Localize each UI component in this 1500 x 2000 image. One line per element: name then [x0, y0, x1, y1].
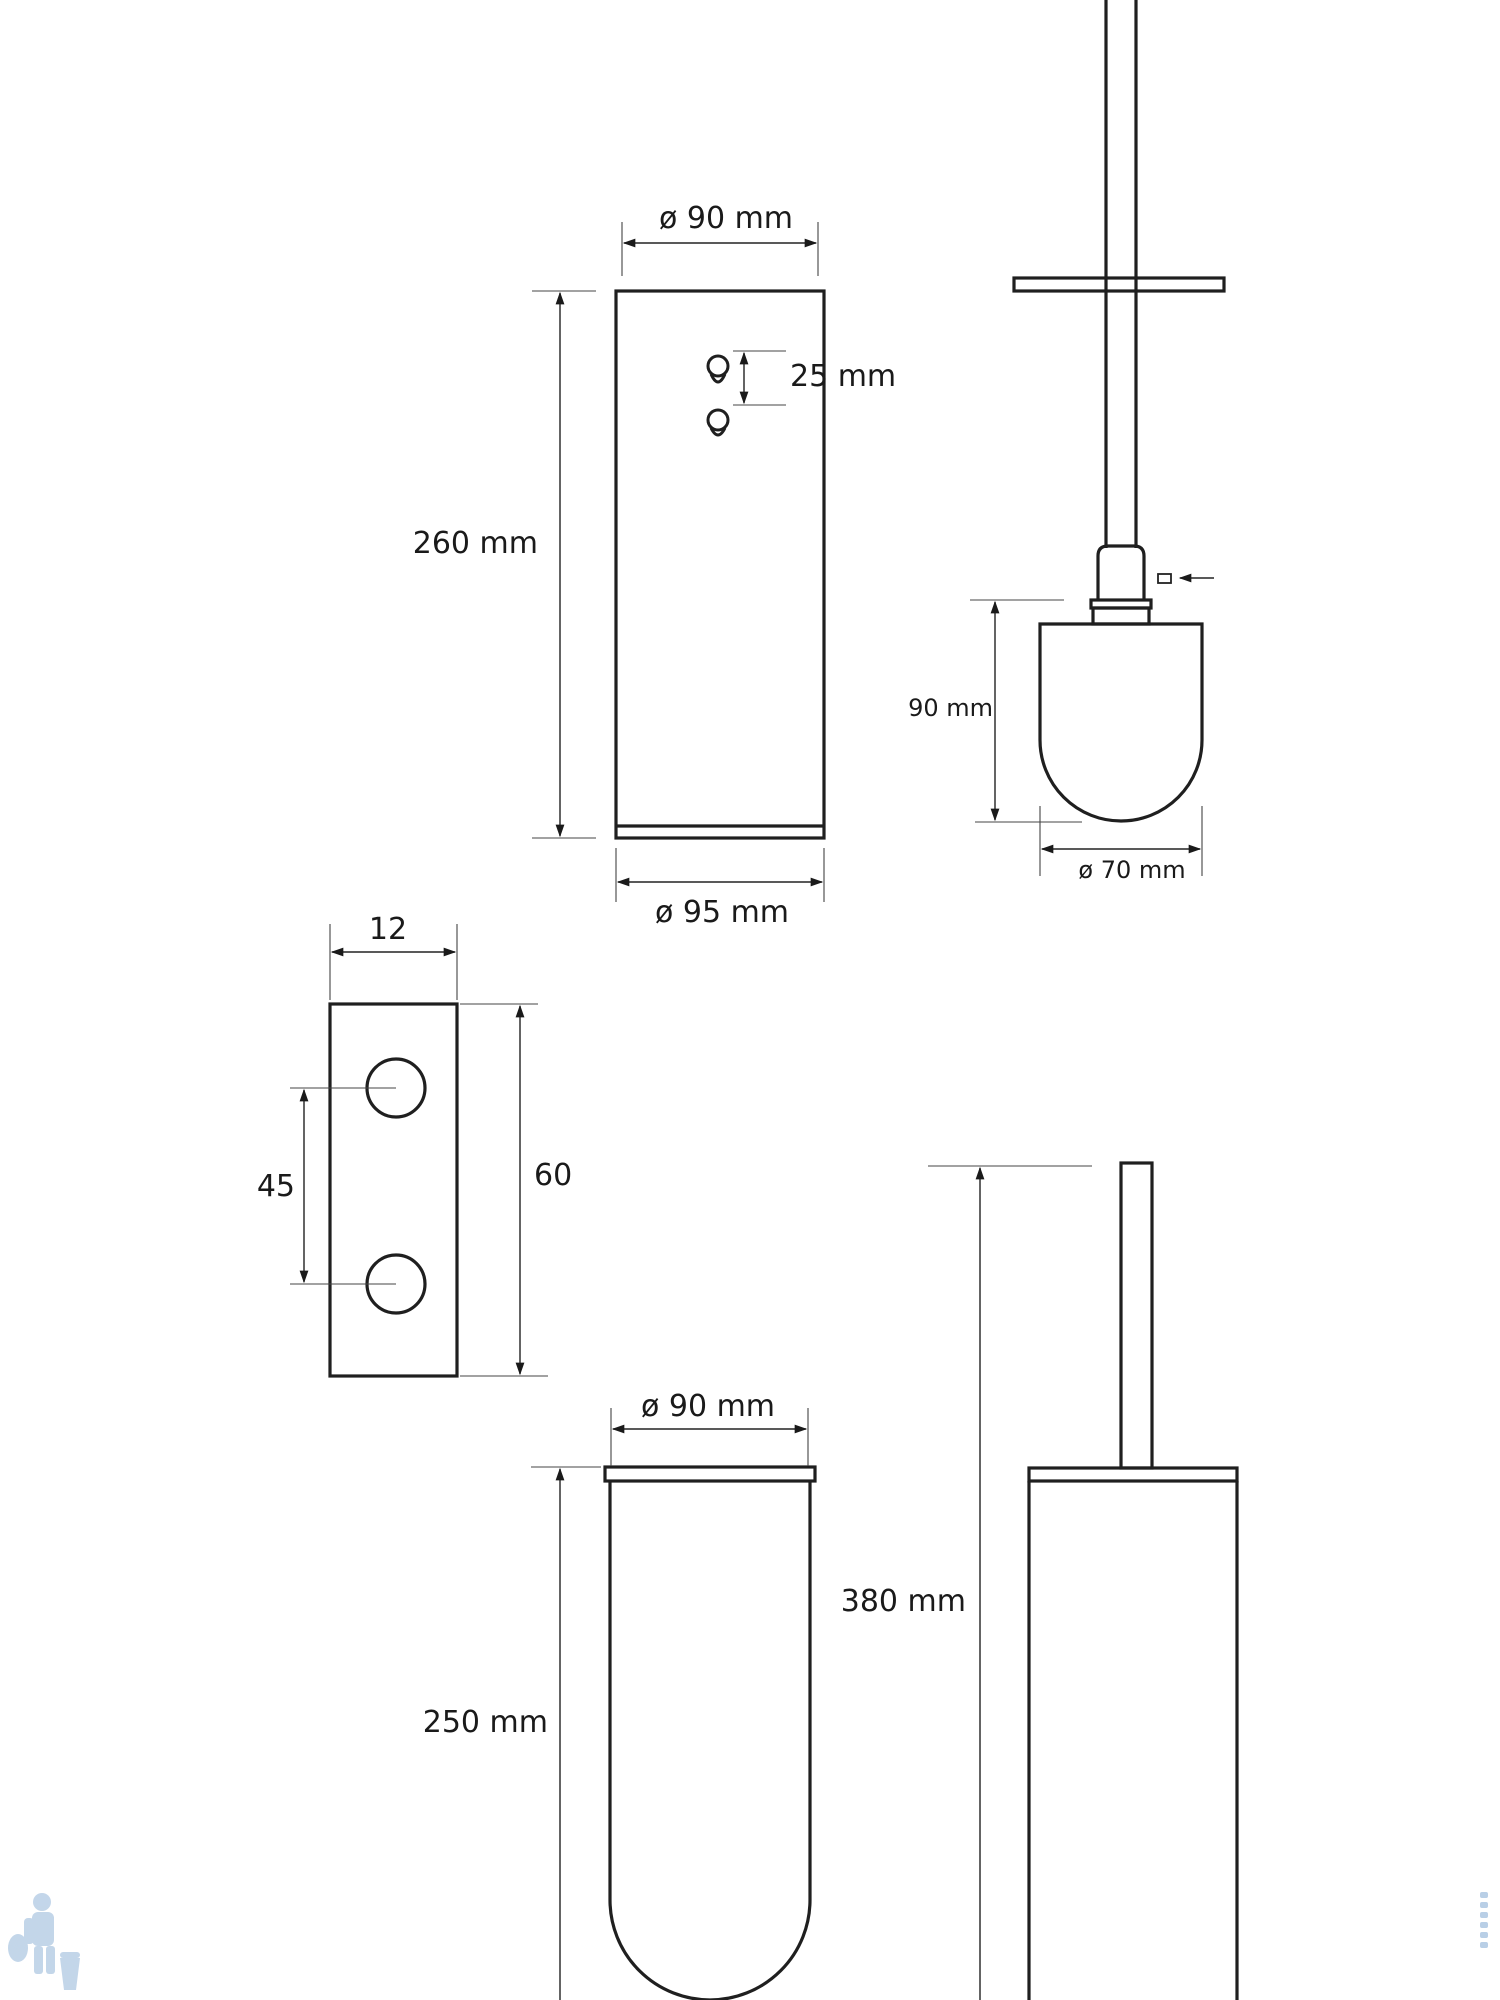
- label-holder-base-width: ø 95 mm: [655, 895, 789, 930]
- cup-view: ø 90 mm 250 mm: [423, 1389, 817, 2000]
- brush-head: [1038, 622, 1204, 823]
- watermark-marks: [1480, 1892, 1488, 1948]
- brush-neck: [1091, 606, 1151, 626]
- keyhole-icon: [706, 408, 730, 437]
- label-overall-height: 380 mm: [841, 1584, 966, 1619]
- assembled-body: [1027, 1481, 1239, 2000]
- brush-lid-disc: [1012, 276, 1226, 293]
- label-holder-height: 260 mm: [413, 526, 538, 561]
- brush-collar: [1096, 544, 1146, 600]
- label-bracket-hole-spacing: 45: [257, 1169, 295, 1204]
- label-bracket-height: 60: [534, 1158, 572, 1193]
- label-cup-height: 250 mm: [423, 1705, 548, 1740]
- brush-view: 90 mm ø 70 mm: [908, 0, 1226, 884]
- label-keyhole-spacing: 25 mm: [790, 359, 896, 394]
- label-top-width: ø 90 mm: [659, 201, 793, 236]
- label-brush-head-width: ø 70 mm: [1078, 856, 1185, 884]
- label-bracket-width: 12: [369, 912, 407, 947]
- assembled-set-view: 380 mm: [841, 1161, 1239, 2000]
- label-cup-width: ø 90 mm: [641, 1389, 775, 1424]
- set-screw-icon: [1157, 573, 1172, 584]
- plumber-mascot-icon: [8, 1893, 80, 1990]
- assembled-lid: [1027, 1466, 1239, 1483]
- wall-holder-body: [614, 289, 826, 840]
- wall-holder-view: ø 90 mm 25 mm 260 mm ø 95 mm: [413, 201, 896, 930]
- cup-body: [608, 1481, 812, 2000]
- wall-bracket-body: [328, 1002, 459, 1378]
- label-brush-head-height: 90 mm: [908, 694, 993, 722]
- keyhole-icon: [706, 354, 730, 384]
- cup-rim: [603, 1465, 817, 1483]
- wall-bracket-view: 12 45 60: [257, 912, 572, 1378]
- assembled-handle: [1119, 1161, 1154, 1470]
